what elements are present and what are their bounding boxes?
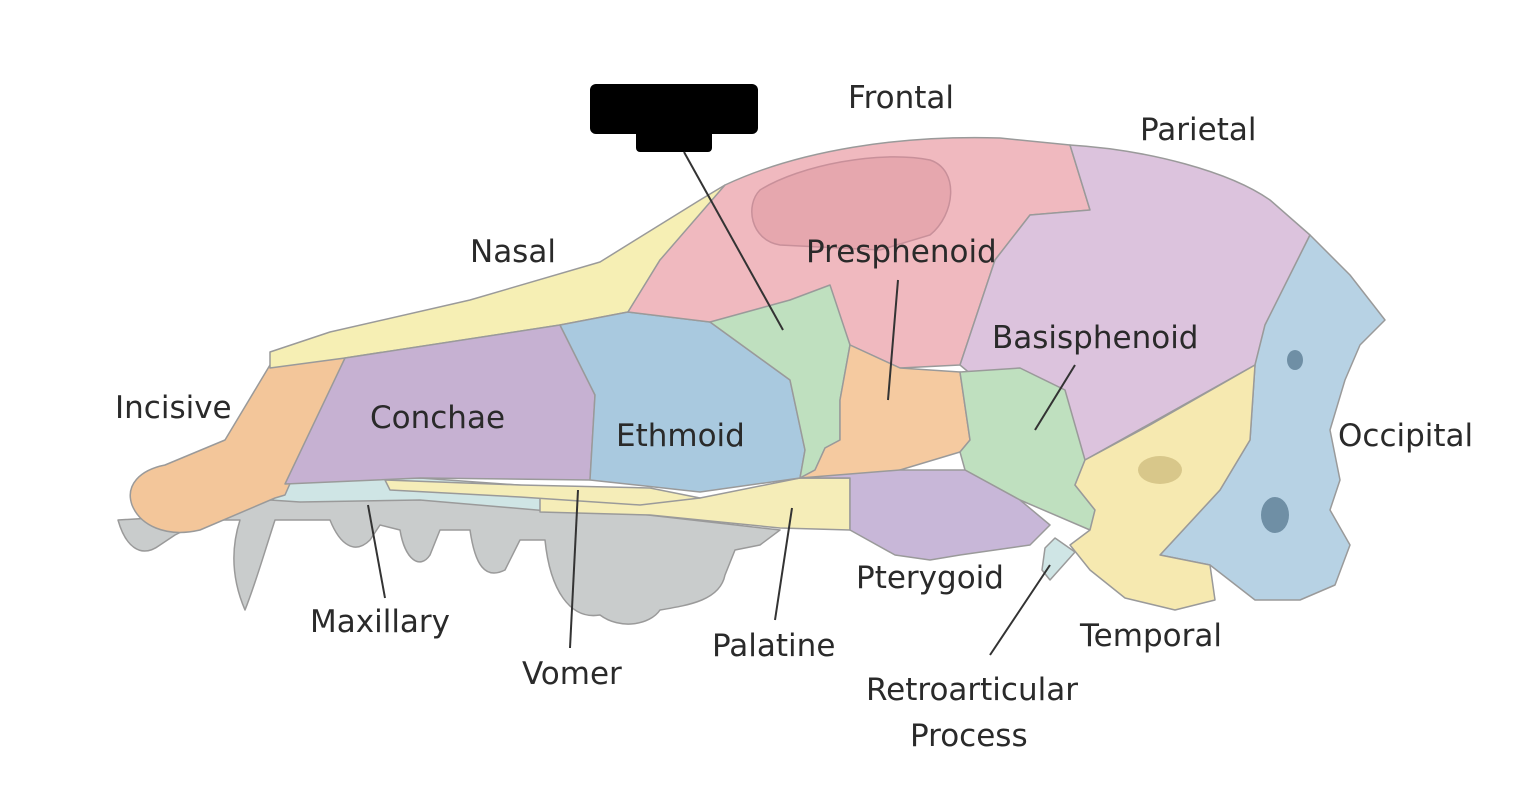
- bone-vomer: [384, 479, 701, 506]
- label-basisphenoid: Basisphenoid: [992, 320, 1198, 356]
- leader-line-vomer: [569, 489, 579, 649]
- leader-line-basisphenoid: [1034, 364, 1076, 431]
- teeth: [117, 494, 781, 625]
- bone-retroarticular-process: [1041, 537, 1076, 581]
- bone-incisive: [129, 357, 346, 534]
- leader-lines: [367, 151, 1076, 656]
- leader-line-retroarticular: [989, 564, 1051, 656]
- temporal-meatus: [1138, 456, 1182, 484]
- label-temporal: Temporal: [1079, 618, 1222, 654]
- label-palatine: Palatine: [712, 628, 835, 664]
- label-ethmoid: Ethmoid: [616, 418, 745, 454]
- frontal-sinus: [751, 156, 952, 251]
- bone-labels: Frontal Parietal Nasal Presphenoid Basis…: [115, 80, 1473, 754]
- leader-line-presphenoid: [887, 279, 899, 401]
- label-retroarticular: Retroarticular: [866, 672, 1078, 708]
- label-frontal: Frontal: [848, 80, 954, 116]
- label-nasal: Nasal: [470, 234, 556, 270]
- leader-line-palatine: [774, 507, 793, 621]
- label-maxillary: Maxillary: [310, 604, 450, 640]
- label-incisive: Incisive: [115, 390, 232, 426]
- leader-line-redacted: [683, 151, 784, 331]
- occipital-foramen: [1261, 497, 1289, 533]
- bone-temporal: [1069, 364, 1256, 611]
- redacted-label-box: [590, 84, 758, 134]
- label-pterygoid: Pterygoid: [856, 560, 1004, 596]
- label-conchae: Conchae: [370, 400, 505, 436]
- redacted-label-tab: [636, 126, 712, 152]
- leader-line-maxillary: [367, 504, 386, 599]
- label-parietal: Parietal: [1140, 112, 1257, 148]
- label-presphenoid: Presphenoid: [806, 234, 997, 270]
- label-occipital: Occipital: [1338, 418, 1473, 454]
- bone-pterygoid: [799, 469, 1051, 561]
- label-retroarticular-process: Process: [910, 718, 1028, 754]
- occipital-foramen: [1287, 350, 1303, 370]
- label-vomer: Vomer: [522, 656, 622, 692]
